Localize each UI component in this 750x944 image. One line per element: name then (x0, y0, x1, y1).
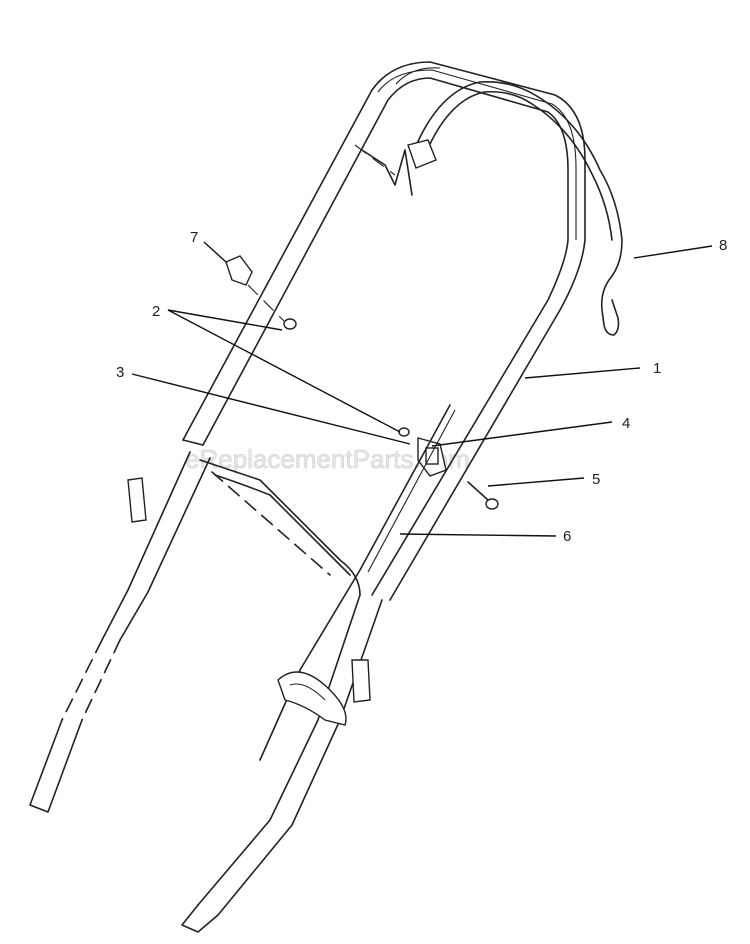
leader-2a (167, 309, 283, 331)
washer (283, 318, 297, 330)
spacer-washer (398, 427, 410, 437)
leader-3 (131, 373, 411, 445)
control-cable (407, 80, 623, 336)
leader-6 (399, 533, 557, 537)
callout-1: 1 (653, 360, 661, 377)
carriage-bolt (467, 481, 499, 510)
leader-1 (524, 367, 641, 379)
upper-handle (182, 61, 586, 601)
callout-8: 8 (719, 237, 727, 254)
callout-6: 6 (563, 528, 571, 545)
callout-2: 2 (152, 303, 160, 320)
cable-spring (361, 149, 413, 196)
handle-knob (225, 255, 286, 323)
callout-3: 3 (116, 364, 124, 381)
leader-4 (431, 421, 613, 447)
leader-7 (203, 241, 227, 263)
leader-8 (633, 245, 713, 259)
callout-5: 5 (592, 471, 600, 488)
leader-2b (167, 309, 401, 433)
leader-5 (487, 477, 585, 487)
lower-handle (29, 404, 456, 933)
callout-7: 7 (190, 229, 198, 246)
callout-4: 4 (622, 415, 630, 432)
